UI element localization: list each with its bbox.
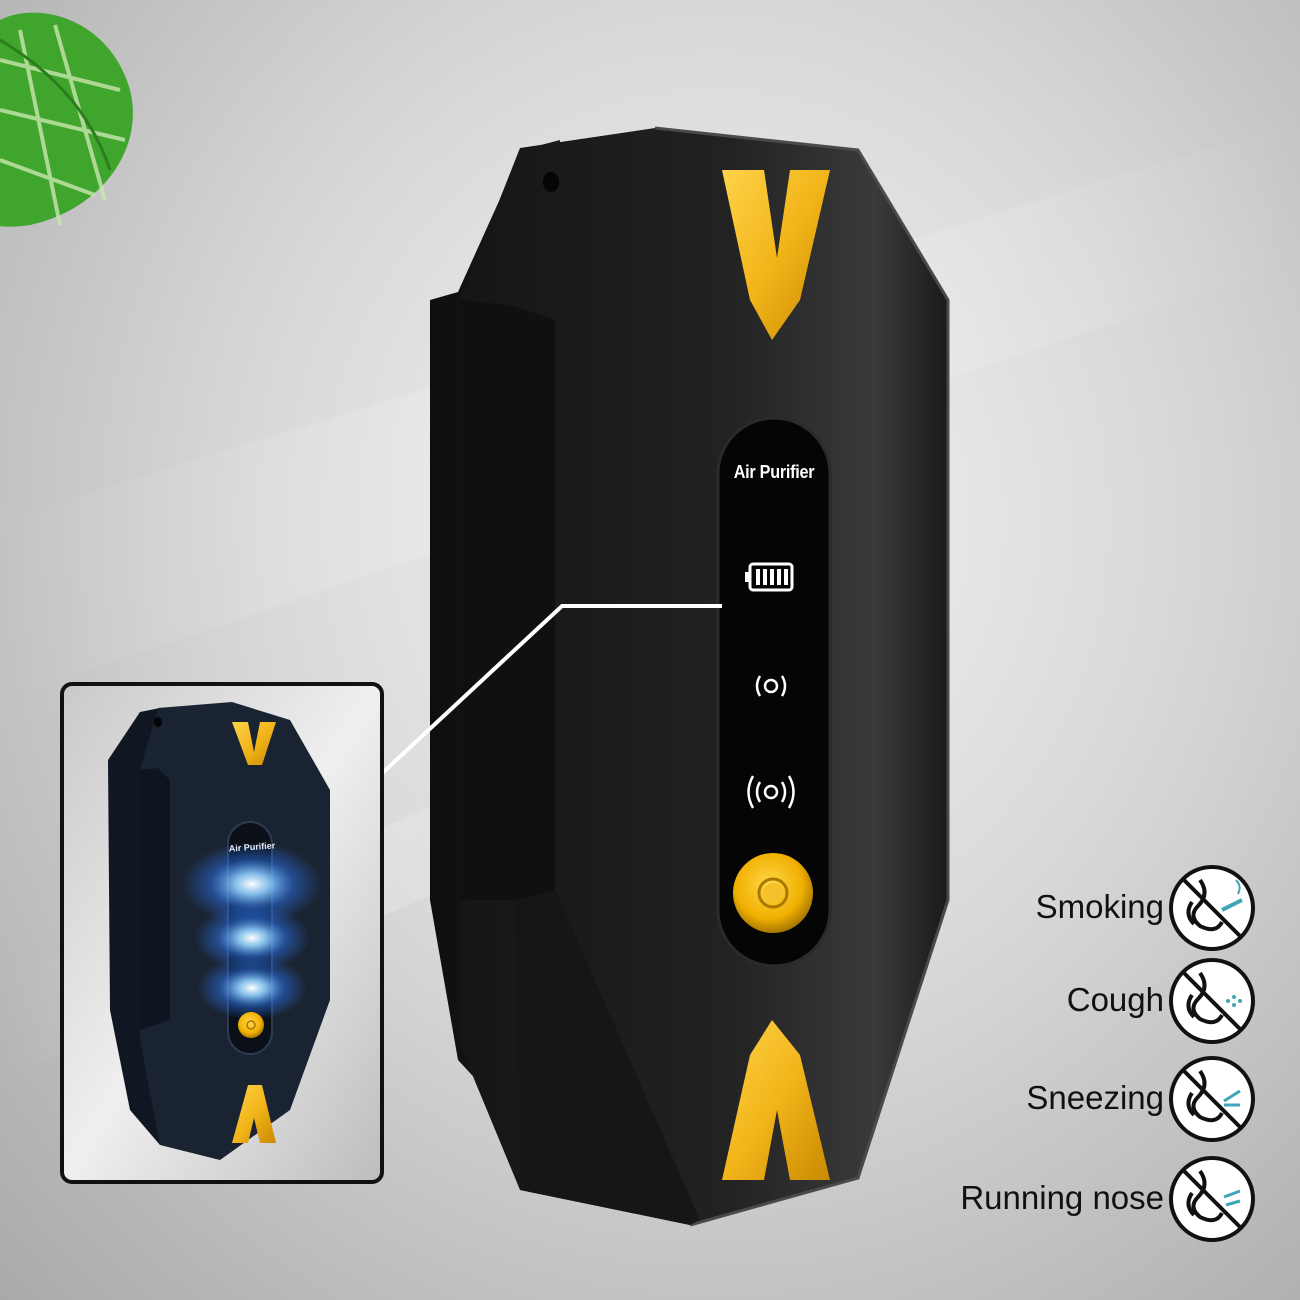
symptom-badges [1169, 865, 1255, 1242]
symptom-label-cough: Cough [1066, 981, 1164, 1018]
power-button[interactable] [733, 853, 813, 933]
no-smoking-icon [1169, 865, 1255, 951]
screen-label: Air Purifier [733, 462, 815, 482]
gold-a-bottom-decoration [722, 1020, 830, 1180]
no-sneezing-icon [1169, 1056, 1255, 1142]
battery-icon [745, 562, 794, 592]
no-running-nose-icon [1169, 1156, 1255, 1242]
inset-box [60, 682, 384, 1184]
mode-high-icon [747, 775, 795, 809]
symptom-label-smoking: Smoking [1035, 888, 1164, 925]
no-cough-icon [1169, 958, 1255, 1044]
air-purifier-device [430, 126, 950, 1227]
leaf-decoration [0, 12, 133, 227]
symptom-label-running-nose: Running nose [960, 1179, 1164, 1216]
mode-low-icon [755, 675, 787, 697]
symptom-label-sneezing: Sneezing [1026, 1079, 1164, 1116]
gold-v-top-decoration [722, 170, 830, 340]
glow-effect [182, 842, 322, 926]
